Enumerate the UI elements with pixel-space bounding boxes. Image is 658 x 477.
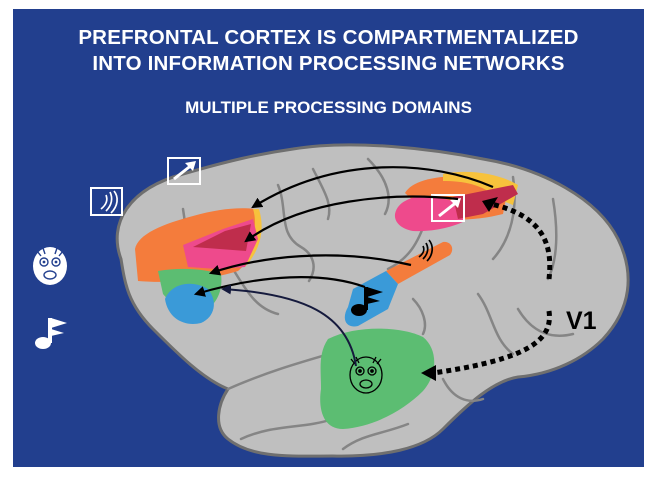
- temporal-green-region: [320, 328, 435, 429]
- visual-arrowhead-top: [482, 197, 498, 212]
- prefrontal-yellow-region: [241, 209, 262, 267]
- v1-label: V1: [566, 307, 597, 335]
- sound-wave-icon: [90, 187, 123, 216]
- parietal-pink-region: [394, 196, 465, 232]
- music-note-icon: [35, 318, 67, 349]
- connection-arrows: [193, 166, 494, 367]
- slide-title: PREFRONTAL CORTEX IS COMPARTMENTALIZED I…: [13, 25, 644, 77]
- spatial-arrow-icon: [167, 157, 201, 185]
- title-line-2: INTO INFORMATION PROCESSING NETWORKS: [92, 52, 565, 75]
- title-line-1: PREFRONTAL CORTEX IS COMPARTMENTALIZED: [78, 26, 579, 49]
- brain-sound-wave-icon: [418, 239, 433, 262]
- slide: V1: [13, 9, 644, 467]
- brain-diagram: V1: [33, 143, 630, 458]
- visual-arrowhead-bottom: [421, 365, 436, 381]
- brain-music-note-icon: [351, 287, 383, 316]
- prefrontal-crimson-region: [193, 224, 251, 251]
- monkey-face-icon: [33, 247, 67, 285]
- brain-spatial-arrow-icon: [431, 194, 465, 222]
- visual-pathway-arrows: [432, 201, 553, 376]
- auditory-orange-region: [386, 241, 453, 284]
- slide-subtitle: MULTIPLE PROCESSING DOMAINS: [185, 98, 472, 117]
- brain-monkey-face-icon: [349, 356, 383, 394]
